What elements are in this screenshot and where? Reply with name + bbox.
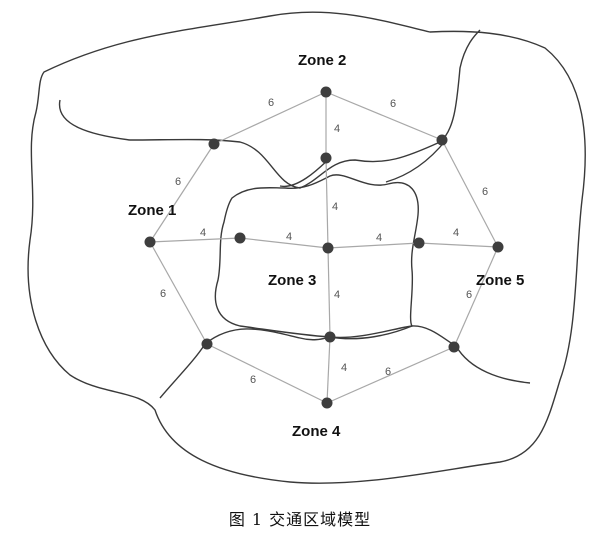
weight-w-sw: 6 [160, 288, 166, 300]
node-north-east [436, 134, 448, 146]
weight-ni-c: 4 [332, 201, 338, 213]
weight-ei-e: 4 [453, 227, 459, 239]
weight-wi-c: 4 [286, 231, 292, 243]
zone-1-label: Zone 1 [128, 202, 176, 219]
edge-sw-s [206, 343, 328, 404]
zone-5-label: Zone 5 [476, 272, 524, 289]
edge-w-wi [149, 237, 241, 243]
edge-wi-c [239, 237, 329, 249]
edge-s-se [326, 346, 455, 404]
node-south-east [448, 341, 460, 353]
inner-zone-boundary [214, 174, 419, 340]
weight-si-s: 4 [341, 362, 347, 374]
zone-3-label: Zone 3 [268, 272, 316, 289]
weight-c-si: 4 [334, 289, 340, 301]
node-west [144, 236, 156, 248]
weight-n-ne: 6 [390, 98, 396, 110]
edge-ni-c [325, 157, 329, 249]
middle-ring-bottom-right [329, 325, 457, 347]
edge-n-nw [213, 91, 327, 145]
node-north [320, 86, 332, 98]
edge-c-ei [327, 242, 420, 249]
zone-4-label: Zone 4 [292, 423, 341, 440]
edge-weight-group: 6 6 4 6 6 4 4 4 4 4 4 6 6 6 4 6 [160, 97, 488, 386]
zone-2-label: Zone 2 [298, 52, 346, 69]
middle-ring-outer-right [455, 345, 531, 384]
node-east-inner [413, 237, 425, 249]
middle-ring-outer-left [159, 343, 206, 399]
weight-w-wi: 4 [200, 227, 206, 239]
edge-c-si [327, 247, 331, 338]
node-east [492, 241, 504, 253]
node-north-inner [320, 152, 332, 164]
node-west-inner [234, 232, 246, 244]
middle-ring-boundary [58, 29, 481, 189]
edge-ne-e [441, 139, 499, 248]
weight-n-nw: 6 [268, 97, 274, 109]
weight-sw-s: 6 [250, 374, 256, 386]
middle-ring-inner-top-right [385, 139, 447, 183]
edge-si-s [326, 336, 331, 404]
weight-ne-e: 6 [482, 186, 488, 198]
middle-ring-bottom-left [204, 328, 331, 345]
node-north-west [208, 138, 220, 150]
edge-group [149, 91, 499, 404]
middle-ring-inner-top [279, 157, 331, 187]
weight-n-ni: 4 [334, 123, 340, 135]
outer-boundary [27, 11, 586, 484]
node-center [322, 242, 334, 254]
weight-e-se: 6 [466, 289, 472, 301]
node-south [321, 397, 333, 409]
edge-nw-w [149, 143, 215, 243]
weight-s-se: 6 [385, 366, 391, 378]
weight-nw-w: 6 [175, 176, 181, 188]
edge-ei-e [418, 242, 499, 248]
edge-n-ne [325, 91, 443, 141]
weight-c-ei: 4 [376, 232, 382, 244]
figure-caption: 图 1 交通区域模型 [228, 510, 372, 529]
node-group [144, 86, 504, 409]
edge-w-sw [149, 241, 208, 345]
node-south-inner [324, 331, 336, 343]
edge-e-se [453, 246, 499, 348]
node-south-west [201, 338, 213, 350]
